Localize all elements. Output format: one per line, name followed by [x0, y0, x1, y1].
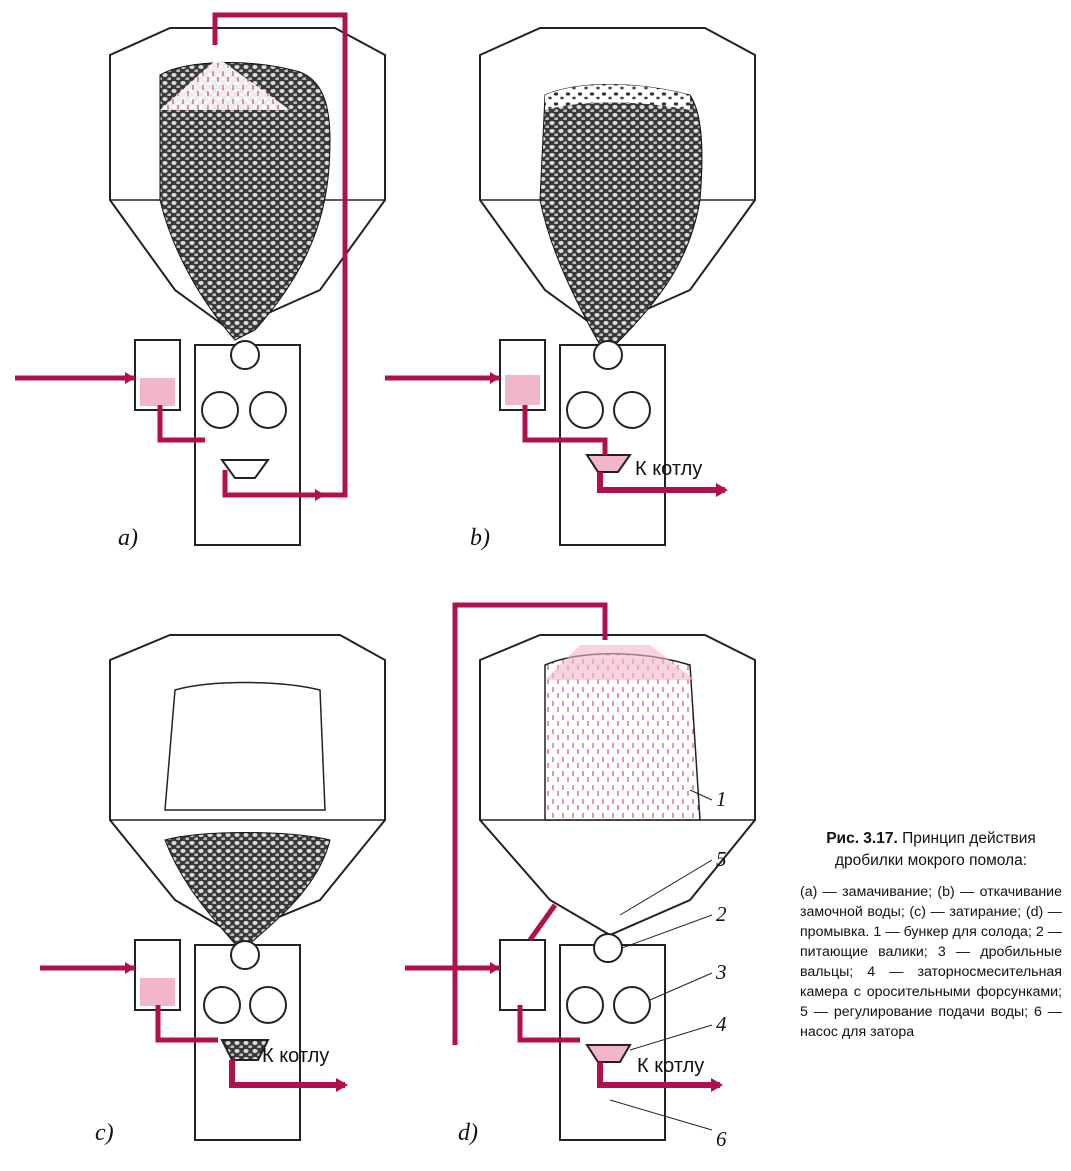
wet-mill-diagram: a) К котлу b)	[15, 12, 756, 1151]
panel-label-d: d)	[458, 1120, 478, 1146]
crushing-roller-a-1	[201, 391, 239, 429]
water-box-d	[499, 939, 546, 1011]
crushing-roller-c-1	[203, 986, 241, 1024]
outlet-label-b: К котлу	[635, 458, 702, 480]
mill-housing-a	[194, 344, 301, 546]
grain-fill-c	[164, 832, 331, 946]
crushing-roller-d-1	[566, 986, 604, 1024]
panel-label-a: a)	[118, 525, 138, 551]
mill-housing-b	[559, 344, 666, 546]
crushing-roller-a-2	[249, 391, 287, 429]
callout-4: 4	[716, 1012, 727, 1036]
panel-b: К котлу b)	[385, 27, 756, 551]
feed-roller-d	[593, 933, 623, 963]
feed-roller-c	[230, 940, 260, 970]
caption-title-block: Рис. 3.17. Принцип действия дробилки мок…	[800, 828, 1062, 872]
caption-number: Рис. 3.17.	[826, 830, 898, 847]
callout-3: 3	[715, 960, 727, 984]
grain-fill-b	[539, 84, 703, 346]
panel-a: a)	[15, 12, 386, 551]
crushing-roller-b-2	[613, 391, 651, 429]
crushing-roller-d-2	[613, 986, 651, 1024]
outlet-pipe-d	[597, 1062, 720, 1088]
outlet-label-c: К котлу	[262, 1045, 329, 1067]
callout-1: 1	[716, 787, 727, 811]
panel-label-c: c)	[95, 1120, 114, 1146]
grain-fill-a	[159, 62, 331, 341]
callout-2: 2	[716, 902, 727, 926]
outlet-pipe-c	[229, 1060, 345, 1088]
callout-6: 6	[716, 1127, 727, 1151]
spray-d	[545, 645, 695, 680]
outlet-pipe-b	[597, 472, 725, 493]
outlet-label-d: К котлу	[637, 1055, 704, 1077]
feed-roller-a	[230, 340, 260, 370]
caption-body: (a) — замачивание; (b) — откачивание зам…	[800, 884, 1062, 1040]
panel-c: К котлу c)	[40, 634, 386, 1146]
figure-caption: Рис. 3.17. Принцип действия дробилки мок…	[800, 828, 1062, 1042]
spray-a	[160, 58, 290, 110]
callout-5: 5	[716, 847, 727, 871]
feed-roller-b	[593, 340, 623, 370]
panel-d: К котлу d) 1 5 2 3 4 6	[405, 602, 756, 1151]
caption-title: Принцип действия дробилки мокрого помола…	[834, 830, 1036, 869]
wash-pipe-d	[452, 602, 608, 1045]
panel-label-b: b)	[470, 525, 490, 551]
recirc-pipe-a	[212, 12, 348, 498]
crushing-roller-b-1	[566, 391, 604, 429]
crushing-roller-c-2	[249, 986, 287, 1024]
